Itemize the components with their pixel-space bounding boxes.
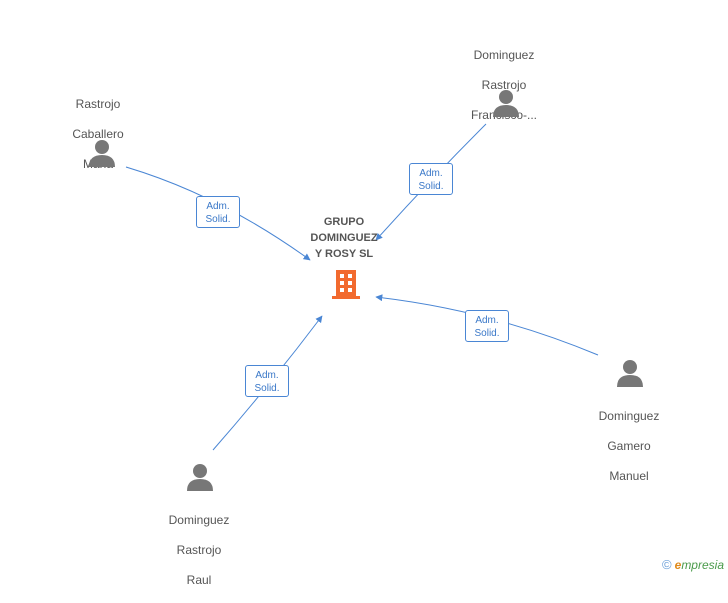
person-icon[interactable] — [185, 462, 215, 492]
person-icon[interactable] — [615, 358, 645, 388]
edge-label-manuel[interactable]: Adm. Solid. — [465, 310, 509, 342]
company-name[interactable]: GRUPO DOMINGUEZ Y ROSY SL — [310, 216, 378, 260]
edge-label-raul[interactable]: Adm. Solid. — [245, 365, 289, 397]
edge-label-maria[interactable]: Adm. Solid. — [196, 196, 240, 228]
person-icon[interactable] — [491, 88, 521, 118]
person-label-manuel[interactable]: Dominguez Gamero Manuel — [598, 409, 660, 483]
copyright-icon: © — [662, 557, 672, 572]
person-label-raul[interactable]: Dominguez Rastrojo Raul — [168, 513, 230, 587]
person-icon[interactable] — [87, 138, 117, 168]
empresia-logo: ©empresia — [662, 557, 724, 572]
person-label-maria[interactable]: Rastrojo Caballero Maria — [72, 97, 124, 171]
edge-label-francisco[interactable]: Adm. Solid. — [409, 163, 453, 195]
person-label-francisco[interactable]: Dominguez Rastrojo Francisco-... — [471, 48, 537, 122]
building-icon[interactable] — [330, 268, 362, 300]
